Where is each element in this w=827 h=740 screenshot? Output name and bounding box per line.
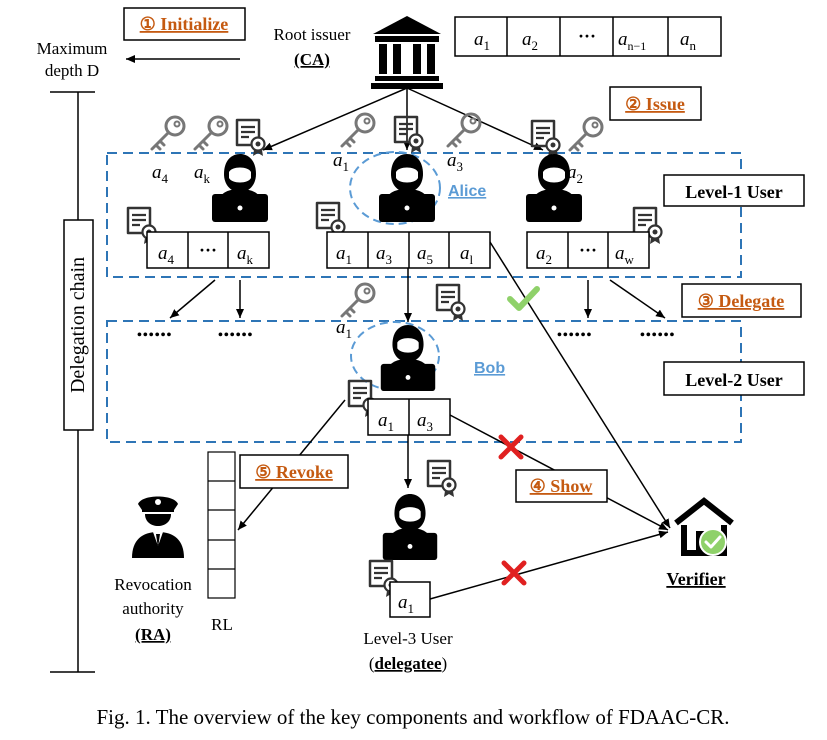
ra-label: (RA) xyxy=(135,625,171,644)
show-step-label: ④ Show xyxy=(530,476,593,496)
root-attribute-row: a1 a2 ··· an−1 an xyxy=(454,16,722,57)
certificate-icon xyxy=(393,115,424,154)
key-icon-a1 xyxy=(340,282,376,318)
issue-arrow-left xyxy=(262,87,408,151)
svg-text:a1: a1 xyxy=(398,592,414,616)
verifier-label: Verifier xyxy=(666,569,725,589)
key-label-a2: a2 xyxy=(567,162,583,186)
alice-show-arrow xyxy=(489,241,671,529)
svg-text:a1: a1 xyxy=(378,410,394,434)
svg-text:ak: ak xyxy=(237,243,254,267)
svg-text:aw: aw xyxy=(615,243,635,267)
alice-credential-row: a1 a3 a5 al xyxy=(326,231,491,269)
level3-credential-row: a1 xyxy=(389,581,431,618)
rl-label: RL xyxy=(211,615,233,634)
root-issuer-label: Root issuer xyxy=(274,25,351,44)
key-icon-a1 xyxy=(340,112,376,148)
issue-step-label: ② Issue xyxy=(625,94,685,114)
attr-a2: a2 xyxy=(522,29,538,53)
delegate-arrow xyxy=(169,279,216,319)
key-icon-a4 xyxy=(150,115,186,151)
ca-label: (CA) xyxy=(294,50,330,69)
revoke-step-label: ⑤ Revoke xyxy=(255,462,333,482)
svg-text:al: al xyxy=(460,243,474,267)
alice-highlight xyxy=(349,151,441,225)
level3-user-icon xyxy=(382,493,438,561)
level1-label: Level-1 User xyxy=(685,182,782,202)
figure-caption: Fig. 1. The overview of the key componen… xyxy=(96,705,729,729)
level1-box xyxy=(106,152,742,278)
revocation-authority-label-1: Revocation xyxy=(114,575,192,594)
level1-label-box xyxy=(663,174,805,207)
svg-text:a1: a1 xyxy=(336,243,352,267)
key-label-a1: a1 xyxy=(333,150,349,174)
level2-label-box xyxy=(663,361,805,396)
delegate-step-box xyxy=(681,283,802,318)
bob-label: Bob xyxy=(474,360,505,377)
key-icon-ak xyxy=(193,115,229,151)
key-label-ak: ak xyxy=(194,162,211,186)
delegate-step-label: ③ Delegate xyxy=(698,291,785,311)
check-icon xyxy=(507,286,540,311)
certificate-icon xyxy=(530,119,561,158)
svg-text:a3: a3 xyxy=(417,410,433,434)
certificate-icon xyxy=(235,118,266,157)
attr-an: an xyxy=(680,29,697,53)
key-label-a3: a3 xyxy=(447,150,463,174)
ellipsis-dots: •••••• xyxy=(640,328,675,343)
cross-icon xyxy=(501,560,527,586)
svg-text:···: ··· xyxy=(579,240,597,260)
police-icon xyxy=(132,496,184,558)
svg-text:···: ··· xyxy=(199,240,217,260)
svg-text:a2: a2 xyxy=(536,243,552,267)
attr-an1: an−1 xyxy=(618,29,646,53)
revoke-step-box xyxy=(239,454,349,489)
left-credential-row: a4 ··· ak xyxy=(146,231,270,269)
show-step-box xyxy=(515,469,608,503)
user-icon-left xyxy=(212,154,268,222)
max-depth-label-1: Maximum xyxy=(37,39,108,58)
key-label-a4: a4 xyxy=(152,162,169,186)
issue-step-box xyxy=(609,86,702,121)
revocation-list xyxy=(207,451,236,599)
key-icon-a2 xyxy=(568,116,604,152)
check-icon xyxy=(704,535,722,549)
initialize-step-label: ① Initialize xyxy=(140,14,229,34)
delegate-arrow xyxy=(609,279,666,319)
attr-dots: ··· xyxy=(578,26,596,46)
svg-text:a5: a5 xyxy=(417,243,433,267)
key-label-a1: a1 xyxy=(336,317,352,341)
level2-label: Level-2 User xyxy=(685,370,782,390)
delegatee-label: (delegatee) xyxy=(369,654,447,673)
ellipsis-dots: •••••• xyxy=(137,328,172,343)
key-icon-a3 xyxy=(446,112,482,148)
bob-credential-row: a1 a3 xyxy=(367,398,451,436)
max-depth-label-2: depth D xyxy=(45,61,99,80)
certificate-icon xyxy=(435,283,466,322)
verified-check-badge xyxy=(699,528,727,556)
bob-highlight xyxy=(350,321,440,391)
level3-show-arrow xyxy=(429,530,669,600)
initialize-step-box xyxy=(123,7,246,41)
alice-label: Alice xyxy=(448,183,486,200)
svg-text:a4: a4 xyxy=(158,243,175,267)
revocation-authority-label-2: authority xyxy=(122,599,184,618)
bob-user-icon xyxy=(380,324,436,392)
delegation-chain-box xyxy=(63,219,94,431)
delegation-chain-label: Delegation chain xyxy=(67,257,89,393)
cross-icon xyxy=(498,434,524,460)
level3-label: Level-3 User xyxy=(363,629,453,648)
ellipsis-dots: •••••• xyxy=(557,328,592,343)
alice-user-icon xyxy=(379,154,435,222)
right-credential-row: a2 ··· aw xyxy=(526,231,650,269)
certificate-icon xyxy=(426,459,457,498)
attr-a1: a1 xyxy=(474,29,490,53)
svg-text:a3: a3 xyxy=(376,243,392,267)
bank-icon xyxy=(371,16,443,89)
ellipsis-dots: •••••• xyxy=(218,328,253,343)
